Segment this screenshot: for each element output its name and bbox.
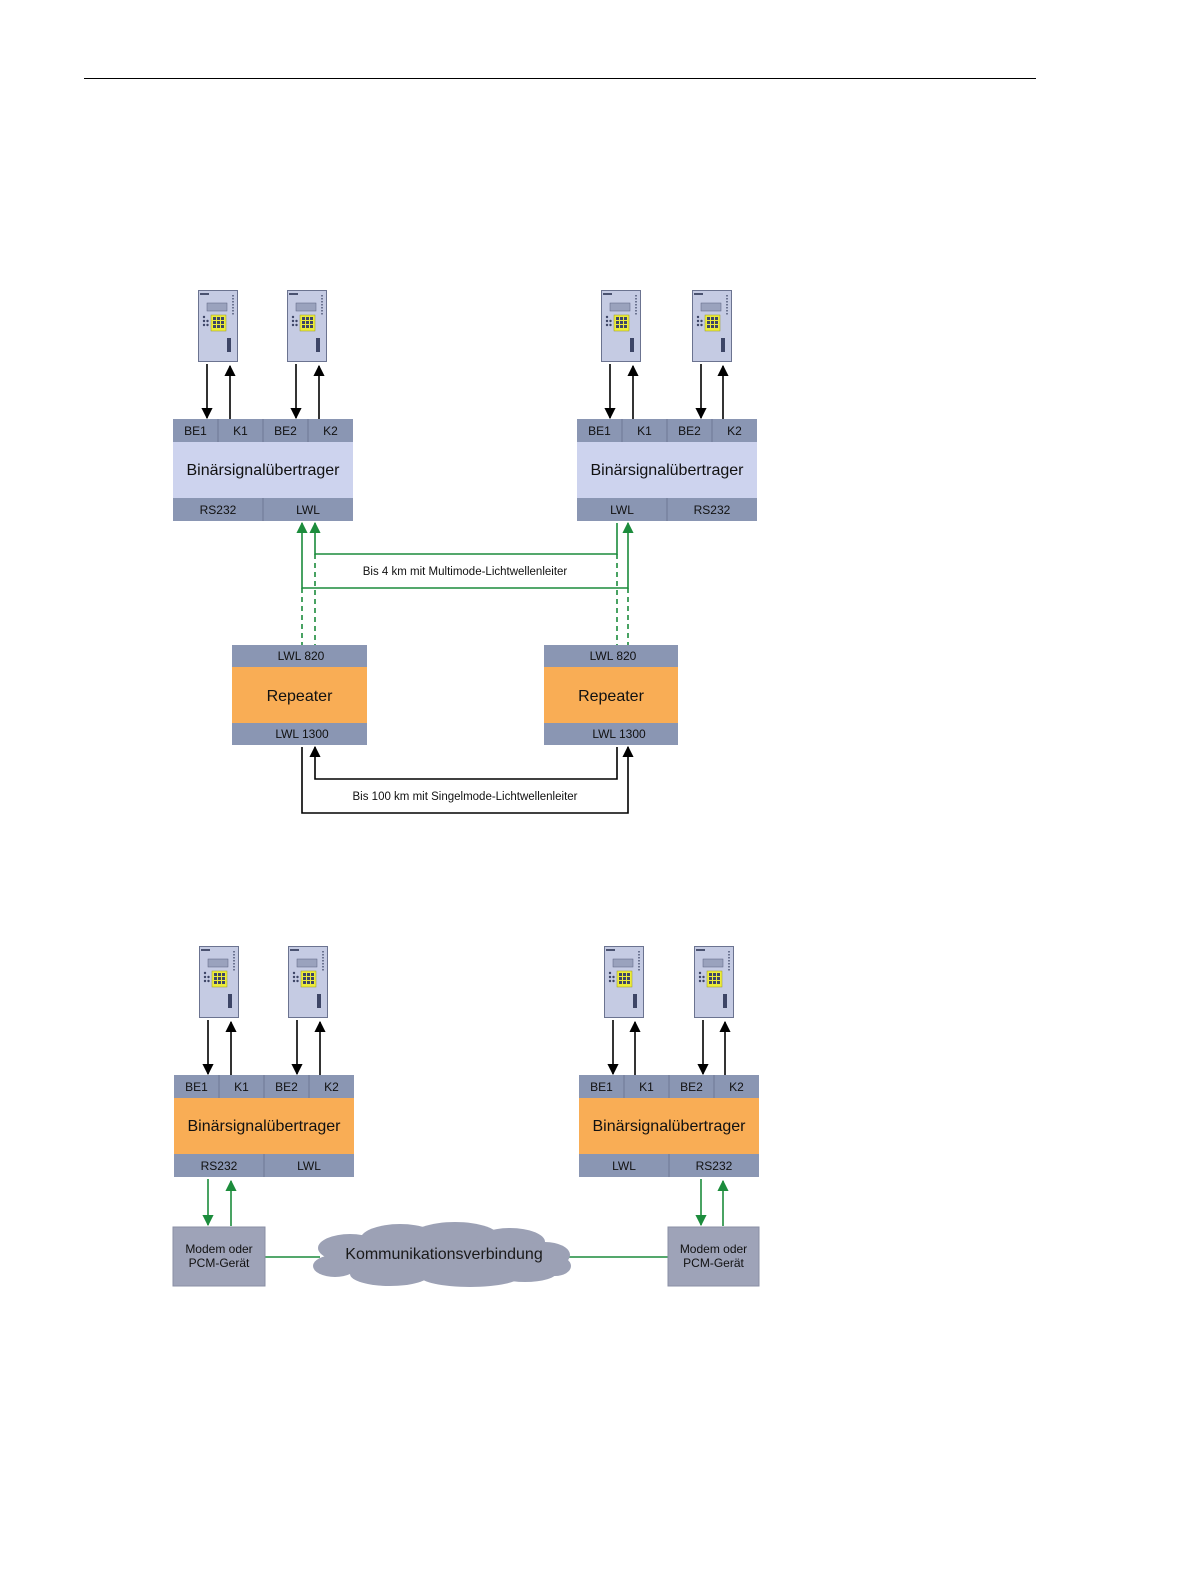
port-label: BE2 bbox=[680, 1080, 703, 1094]
port-label: K2 bbox=[729, 1080, 744, 1094]
protection-relay-icon bbox=[288, 291, 327, 362]
binary-signal-transmitter-right: BE1 K1 BE2 K2 Binärsignalübertrager LWL … bbox=[577, 419, 757, 521]
modem-left: Modem oder PCM-Gerät bbox=[173, 1227, 265, 1286]
port-label: RS232 bbox=[200, 503, 237, 517]
port-label: LWL bbox=[612, 1159, 636, 1173]
multimode-label: Bis 4 km mit Multimode-Lichtwellenleiter bbox=[363, 566, 568, 578]
port-label: LWL bbox=[610, 503, 634, 517]
repeater-title: Repeater bbox=[578, 688, 644, 705]
cloud-label: Kommunikationsverbindung bbox=[345, 1246, 542, 1263]
diagram-1: BE1 K1 BE2 K2 Binärsignalübertrager RS23… bbox=[173, 291, 757, 814]
port-label: RS232 bbox=[694, 503, 731, 517]
port-label: BE1 bbox=[590, 1080, 613, 1094]
port-label: LWL 820 bbox=[590, 649, 637, 663]
modem-right: Modem oder PCM-Gerät bbox=[668, 1227, 759, 1286]
port-label: BE1 bbox=[184, 424, 207, 438]
port-label: K1 bbox=[234, 1080, 249, 1094]
port-label: BE1 bbox=[588, 424, 611, 438]
port-label: BE1 bbox=[185, 1080, 208, 1094]
cloud-icon: Kommunikationsverbindung bbox=[313, 1222, 571, 1287]
port-label: LWL 1300 bbox=[275, 727, 329, 741]
protection-relay-icon bbox=[200, 947, 239, 1018]
port-label: LWL 820 bbox=[278, 649, 325, 663]
port-label: LWL 1300 bbox=[592, 727, 646, 741]
modem-label: Modem oder bbox=[185, 1242, 252, 1256]
protection-relay-icon bbox=[693, 291, 732, 362]
protection-relay-icon bbox=[289, 947, 328, 1018]
device-title: Binärsignalübertrager bbox=[593, 1118, 747, 1135]
binary-signal-transmitter-right: BE1 K1 BE2 K2 Binärsignalübertrager LWL … bbox=[579, 1075, 759, 1177]
device-title: Binärsignalübertrager bbox=[187, 462, 341, 479]
binary-signal-transmitter-left: BE1 K1 BE2 K2 Binärsignalübertrager RS23… bbox=[174, 1075, 354, 1177]
port-label: LWL bbox=[296, 503, 320, 517]
port-label: BE2 bbox=[275, 1080, 298, 1094]
modem-label: PCM-Gerät bbox=[189, 1256, 250, 1270]
port-label: K2 bbox=[727, 424, 742, 438]
singlemode-fiber-link bbox=[302, 747, 628, 813]
repeater-right: LWL 820 Repeater LWL 1300 bbox=[544, 645, 678, 745]
modem-label: PCM-Gerät bbox=[683, 1256, 744, 1270]
diagram-2: BE1 K1 BE2 K2 Binärsignalübertrager RS23… bbox=[173, 947, 759, 1288]
binary-signal-transmitter-left: BE1 K1 BE2 K2 Binärsignalübertrager RS23… bbox=[173, 419, 353, 521]
port-label: LWL bbox=[297, 1159, 321, 1173]
protection-relay-icon bbox=[199, 291, 238, 362]
protection-relay-icon bbox=[605, 947, 644, 1018]
device-title: Binärsignalübertrager bbox=[591, 462, 745, 479]
singlemode-label: Bis 100 km mit Singelmode-Lichtwellenlei… bbox=[353, 791, 578, 803]
port-label: K1 bbox=[637, 424, 652, 438]
multimode-fiber-link bbox=[302, 523, 628, 645]
device-title: Binärsignalübertrager bbox=[188, 1118, 342, 1135]
port-label: K1 bbox=[639, 1080, 654, 1094]
port-label: K1 bbox=[233, 424, 248, 438]
port-label: BE2 bbox=[274, 424, 297, 438]
port-label: RS232 bbox=[201, 1159, 238, 1173]
repeater-title: Repeater bbox=[267, 688, 333, 705]
protection-relay-icon bbox=[602, 291, 641, 362]
port-label: K2 bbox=[323, 424, 338, 438]
port-label: BE2 bbox=[678, 424, 701, 438]
port-label: K2 bbox=[324, 1080, 339, 1094]
port-label: RS232 bbox=[696, 1159, 733, 1173]
modem-label: Modem oder bbox=[680, 1242, 747, 1256]
protection-relay-icon bbox=[695, 947, 734, 1018]
repeater-left: LWL 820 Repeater LWL 1300 bbox=[232, 645, 367, 745]
